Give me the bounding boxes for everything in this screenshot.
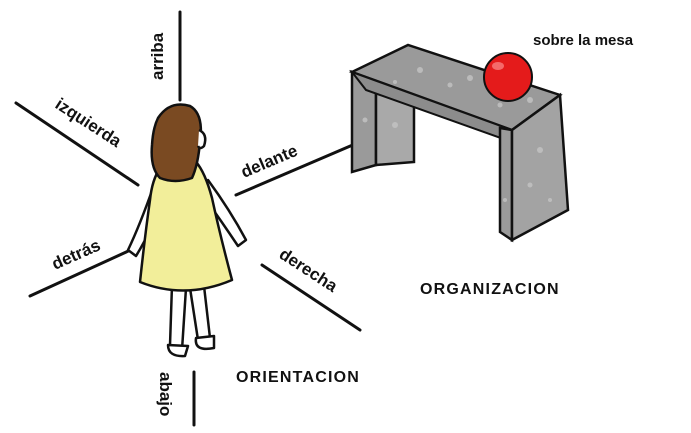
girl-hair [150, 103, 203, 183]
label-sobre-la-mesa: sobre la mesa [533, 32, 634, 49]
line-derecha [260, 263, 362, 332]
table-texture [362, 67, 552, 202]
label-abajo: abajo [156, 372, 175, 416]
label-arriba: arriba [148, 32, 167, 80]
label-detras: detrás [49, 236, 103, 274]
girl-figure-icon [126, 103, 248, 358]
girl-ear [196, 128, 207, 150]
heading-organizacion: ORGANIZACION [420, 281, 560, 298]
girl-shoe-left [166, 343, 190, 358]
label-delante: delante [238, 141, 300, 182]
girl-leg-left [168, 283, 188, 352]
label-derecha: derecha [276, 244, 341, 296]
table-icon [348, 43, 570, 243]
line-detras [28, 246, 137, 298]
table-leg-front [498, 126, 514, 243]
girl-leg-right [188, 284, 212, 342]
line-izquierda [14, 101, 140, 187]
heading-orientacion: ORIENTACION [236, 369, 360, 386]
girl-dress [138, 160, 234, 292]
label-izquierda: izquierda [52, 94, 125, 151]
girl-shoe-right [194, 334, 216, 351]
table-leg-right-side [510, 92, 570, 243]
red-ball-icon [483, 52, 533, 102]
